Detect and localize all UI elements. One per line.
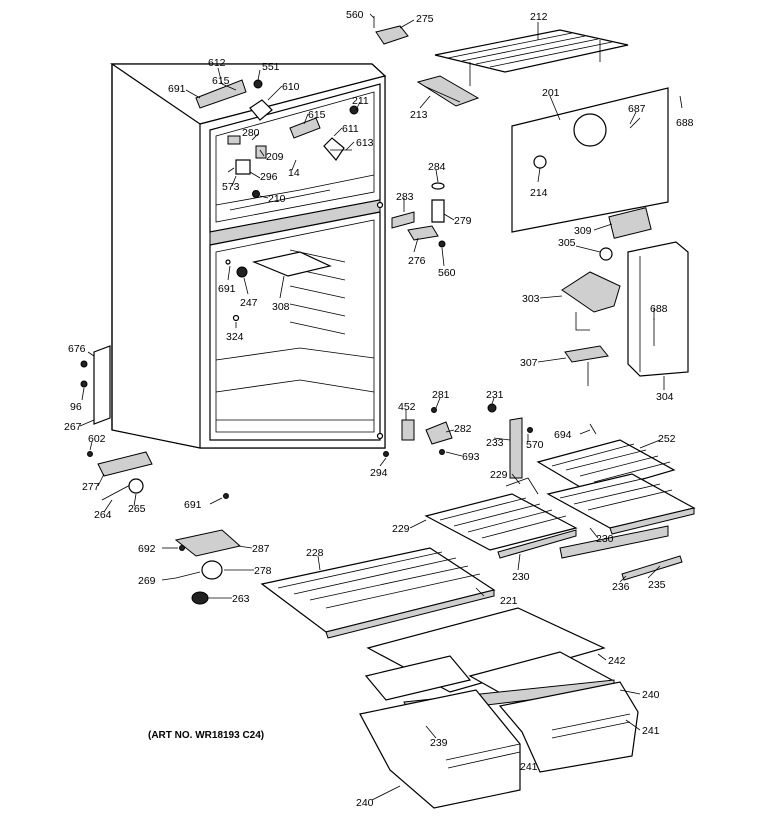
- thermostat-controls: [561, 241, 689, 386]
- callout-694: 694: [554, 429, 572, 441]
- callout-235: 235: [648, 579, 666, 591]
- callout-287: 287: [252, 543, 270, 555]
- evaporator-cover-parts: [599, 95, 683, 261]
- callout-281: 281: [432, 389, 450, 401]
- cabinet-body: [110, 63, 387, 449]
- callout-276: 276: [408, 255, 426, 267]
- callout-676: 676: [68, 343, 86, 355]
- callout-240: 240: [356, 797, 374, 809]
- callout-294: 294: [370, 467, 388, 479]
- callout-267: 267: [64, 421, 82, 433]
- callout-14: 14: [288, 167, 300, 179]
- glass-shelf-228: [260, 547, 496, 639]
- callout-282: 282: [454, 423, 472, 435]
- callout-240: 240: [642, 689, 660, 701]
- callout-691: 691: [218, 283, 236, 295]
- callout-612: 612: [208, 57, 226, 69]
- callout-263: 263: [232, 593, 250, 605]
- callout-551: 551: [262, 61, 280, 73]
- callout-213: 213: [410, 109, 428, 121]
- callout-279: 279: [454, 215, 472, 227]
- callout-688: 688: [650, 303, 668, 315]
- callout-228: 228: [306, 547, 324, 559]
- callout-229: 229: [392, 523, 410, 535]
- callout-231: 231: [486, 389, 504, 401]
- fresh-food-parts: [225, 251, 332, 322]
- callout-264: 264: [94, 509, 112, 521]
- callout-252: 252: [658, 433, 676, 445]
- leveling-parts: [174, 529, 242, 605]
- callout-221: 221: [500, 595, 518, 607]
- callout-693: 693: [462, 451, 480, 463]
- callout-688: 688: [676, 117, 694, 129]
- freezer-wire-shelf-212: [434, 29, 629, 86]
- leader-lines: [79, 13, 665, 801]
- crisper-drawers: [359, 681, 639, 809]
- callout-284: 284: [428, 161, 446, 173]
- callout-613: 613: [356, 137, 374, 149]
- callout-307: 307: [520, 357, 538, 369]
- callout-241: 241: [520, 761, 538, 773]
- callout-560: 560: [346, 9, 364, 21]
- wire-shelf-252: [536, 439, 676, 495]
- callout-265: 265: [128, 503, 146, 515]
- callout-687: 687: [628, 103, 646, 115]
- callout-452: 452: [398, 401, 416, 413]
- shelf-rails: [559, 525, 683, 581]
- callout-615: 615: [212, 75, 230, 87]
- callout-233: 233: [486, 437, 504, 449]
- callout-611: 611: [342, 123, 359, 135]
- callout-283: 283: [396, 191, 414, 203]
- callout-211: 211: [352, 95, 369, 107]
- callout-570: 570: [526, 439, 544, 451]
- air-diffuser-213: [416, 75, 480, 107]
- callout-691: 691: [168, 83, 186, 95]
- spill-shelf-229b: [424, 477, 578, 559]
- evaporator-cover-201: [511, 87, 669, 233]
- callout-573: 573: [222, 181, 240, 193]
- callout-210: 210: [268, 193, 286, 205]
- callout-230: 230: [596, 533, 614, 545]
- callout-241: 241: [642, 725, 660, 737]
- callout-296: 296: [260, 171, 278, 183]
- callout-691: 691: [184, 499, 202, 511]
- center-hardware: [401, 403, 597, 479]
- callout-278: 278: [254, 565, 272, 577]
- callout-305: 305: [558, 237, 576, 249]
- callout-280: 280: [242, 127, 260, 139]
- right-side-hardware: [373, 16, 446, 248]
- callout-201: 201: [542, 87, 560, 99]
- callout-247: 247: [240, 297, 258, 309]
- callout-610: 610: [282, 81, 300, 93]
- callout-labels: 560 275 212 612 551 691 615 610 213 201 …: [64, 9, 694, 809]
- callout-229: 229: [490, 469, 508, 481]
- callout-236: 236: [612, 581, 630, 593]
- callout-239: 239: [430, 737, 448, 749]
- callout-324: 324: [226, 331, 244, 343]
- callout-212: 212: [530, 11, 548, 23]
- art-number-caption: (ART NO. WR18193 C24): [148, 730, 264, 741]
- callout-303: 303: [522, 293, 540, 305]
- callout-96: 96: [70, 401, 82, 413]
- callout-214: 214: [530, 187, 548, 199]
- callout-269: 269: [138, 575, 156, 587]
- callout-230: 230: [512, 571, 530, 583]
- callout-602: 602: [88, 433, 106, 445]
- callout-277: 277: [82, 481, 100, 493]
- callout-308: 308: [272, 301, 290, 313]
- callout-615: 615: [308, 109, 326, 121]
- spill-shelf-229a: [546, 473, 696, 535]
- callout-692: 692: [138, 543, 156, 555]
- hinge-hardware: [80, 345, 389, 501]
- callout-275: 275: [416, 13, 434, 25]
- callout-209: 209: [266, 151, 284, 163]
- callout-560: 560: [438, 267, 456, 279]
- callout-309: 309: [574, 225, 592, 237]
- callout-242: 242: [608, 655, 626, 667]
- callout-304: 304: [656, 391, 674, 403]
